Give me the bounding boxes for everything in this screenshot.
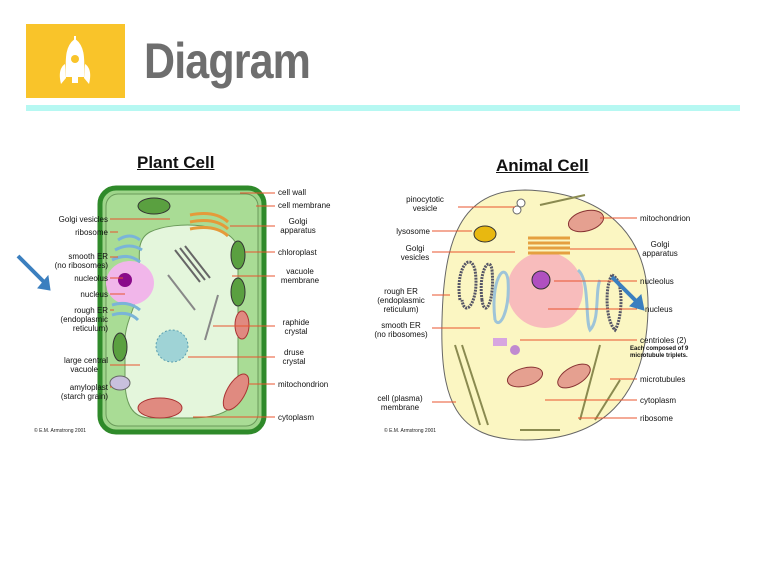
label-amyloplast: amyloplast [69,383,108,392]
label-cytoplasm: cytoplasm [278,413,315,422]
label-rough-er-note: (endoplasmic [60,315,108,324]
label-centrioles-note-2: microtubule triplets. [630,353,688,359]
label-raphide-crystal-2: crystal [284,327,308,336]
label-rough-er: rough ER [384,287,418,296]
label-microtubules: microtubules [640,375,686,384]
plant-cell-drawing [97,185,267,435]
label-cell-membrane-2: membrane [380,403,420,412]
label-central-vacuole-2: vacuole [70,365,98,374]
label-rough-er-note2: reticulum) [72,324,108,333]
animal-copyright: © E.M. Armstrong 2001 [384,428,437,434]
label-nucleolus: nucleolus [640,277,674,286]
label-cell-membrane: cell membrane [278,201,331,210]
label-golgi-apparatus: Golgi [650,240,670,249]
pointer-arrow-icon [16,254,645,311]
label-nucleolus: nucleolus [74,274,108,283]
animal-cell-title: Animal Cell [496,156,589,175]
plant-cell-title: Plant Cell [137,153,215,172]
label-golgi-vesicles: Golgi [405,244,425,253]
label-smooth-er-note: (no ribosomes) [374,330,428,339]
label-vacuole-membrane-2: membrane [280,276,320,285]
label-cytoplasm: cytoplasm [640,396,677,405]
label-vacuole-membrane: vacuole [286,267,314,276]
label-golgi-apparatus-2: apparatus [280,226,316,235]
label-golgi-vesicles-2: vesicles [400,253,430,262]
label-rough-er-note2: reticulum) [383,305,419,314]
label-golgi-vesicles: Golgi vesicles [58,215,108,224]
rocket-icon [59,36,91,84]
plant-copyright: © E.M. Armstrong 2001 [34,428,87,434]
page-title: Diagram [144,33,311,89]
rocket-icon-tile [26,24,125,98]
label-nucleus: nucleus [645,305,673,314]
animal-cell-drawing [441,189,649,441]
label-druse-crystal: druse [283,348,304,357]
label-mitochondrion: mitochondrion [278,380,329,389]
label-pinocytotic-vesicle-2: vesicle [412,204,438,213]
label-rough-er: rough ER [74,306,108,315]
label-arrows [110,192,637,419]
divider [26,105,740,111]
label-ribosome: ribosome [75,228,108,237]
label-cell-membrane: cell (plasma) [377,394,423,403]
label-nucleus: nucleus [80,290,108,299]
label-pinocytotic-vesicle: pinocytotic [406,195,444,204]
label-chloroplast: chloroplast [278,248,317,257]
label-smooth-er-note: (no ribosomes) [54,261,108,270]
label-golgi-apparatus: Golgi [288,217,308,226]
label-amyloplast-note: (starch grain) [60,392,108,401]
label-mitochondrion: mitochondrion [640,214,691,223]
label-centrioles-note: Each composed of 9 [630,346,689,352]
label-rough-er-note: (endoplasmic [377,296,425,305]
label-centrioles: centrioles (2) [640,336,687,345]
label-druse-crystal-2: crystal [282,357,306,366]
label-lysosome: lysosome [396,227,430,236]
label-central-vacuole: large central [63,356,108,365]
label-cell-wall: cell wall [278,188,307,197]
label-smooth-er: smooth ER [68,252,108,261]
label-raphide-crystal: raphide [282,318,310,327]
label-golgi-apparatus-2: apparatus [642,249,678,258]
label-ribosome: ribosome [640,414,673,423]
label-smooth-er: smooth ER [381,321,421,330]
